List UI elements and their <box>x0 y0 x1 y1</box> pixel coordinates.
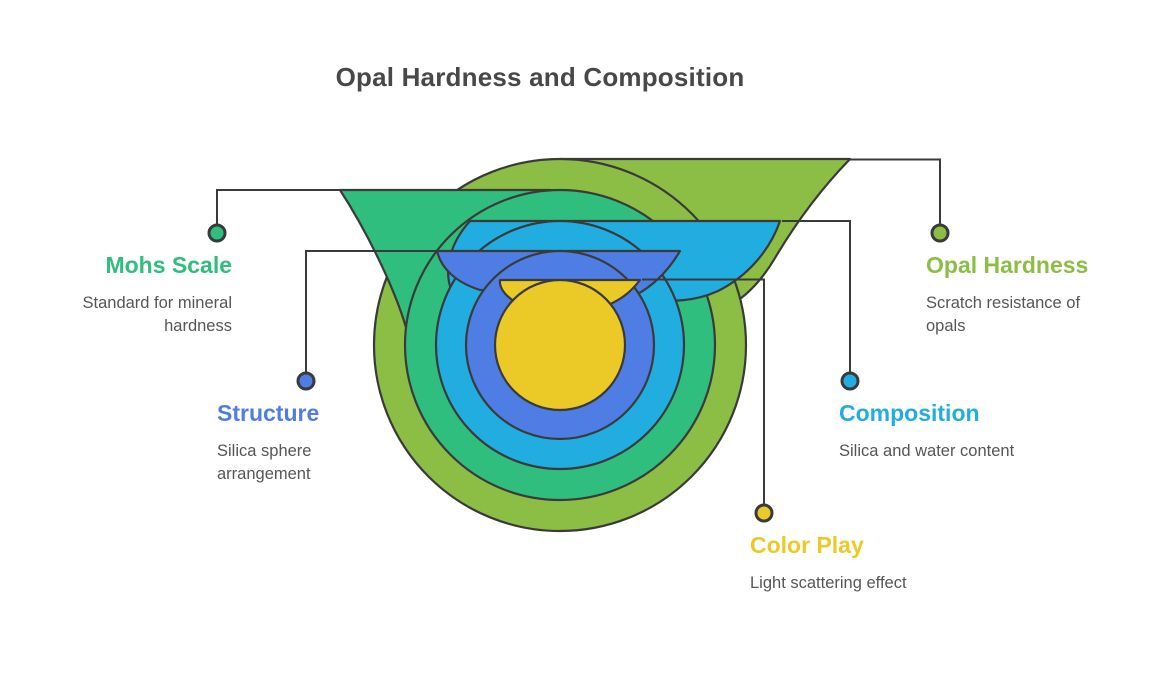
dot-composition <box>840 371 860 391</box>
layer-color-play-circle <box>493 278 627 412</box>
dot-structure <box>296 371 316 391</box>
callout-color-play-desc: Light scattering effect <box>750 574 907 593</box>
connector-color-play <box>642 278 765 504</box>
callout-mohs-scale: Mohs Scale Standard for mineral hardness <box>62 252 233 337</box>
callout-structure-label: Structure <box>217 400 320 426</box>
dot-opal-hardness <box>930 223 950 243</box>
connector-structure <box>305 250 437 372</box>
callout-color-play: Color Play Light scattering effect <box>750 532 950 595</box>
connector-composition <box>782 220 851 372</box>
callout-mohs-scale-label: Mohs Scale <box>105 252 232 278</box>
callout-composition-label: Composition <box>839 400 980 426</box>
callout-mohs-scale-desc: Standard for mineral hardness <box>82 294 233 335</box>
callout-composition: Composition Silica and water content <box>839 400 1049 463</box>
callout-opal-hardness: Opal Hardness Scratch resistance of opal… <box>926 252 1108 337</box>
callout-opal-hardness-desc: Scratch resistance of opals <box>926 294 1081 335</box>
dot-color-play <box>754 503 774 523</box>
layer-color-play <box>493 278 642 412</box>
page-title: Opal Hardness and Composition <box>335 62 745 92</box>
callout-structure: Structure Silica sphere arrangement <box>217 400 337 485</box>
callout-color-play-label: Color Play <box>750 532 864 558</box>
callout-opal-hardness-label: Opal Hardness <box>926 252 1089 278</box>
connector-mohs-scale <box>216 189 342 224</box>
connector-opal-hardness <box>850 158 941 224</box>
callout-structure-desc: Silica sphere arrangement <box>217 442 312 483</box>
dot-mohs-scale <box>207 223 227 243</box>
callout-composition-desc: Silica and water content <box>839 442 1015 461</box>
